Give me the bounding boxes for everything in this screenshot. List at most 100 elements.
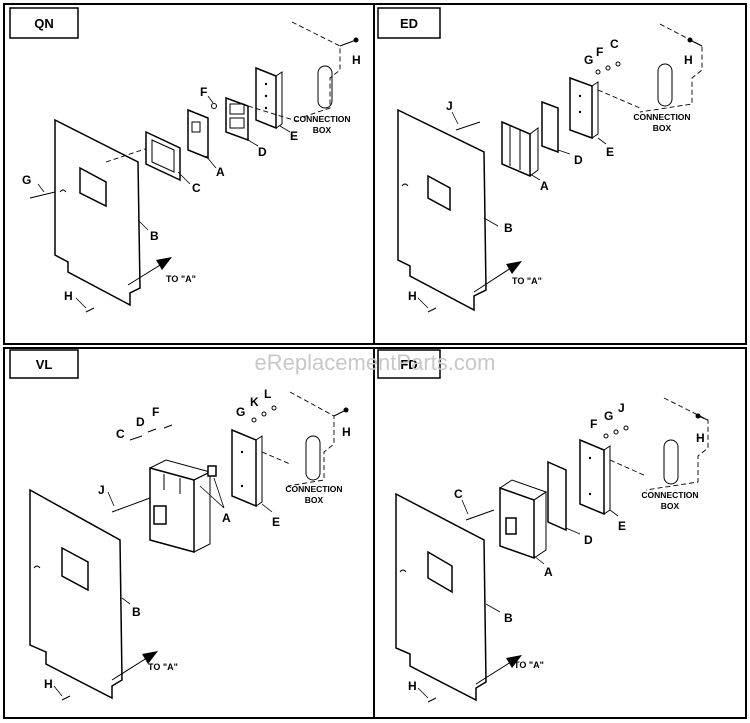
fd-screw-c — [465, 509, 495, 521]
qn-door-b — [54, 118, 141, 307]
fd-screw-f — [603, 433, 609, 439]
ed-plate-d — [541, 100, 559, 154]
fd-label-a: A — [544, 565, 553, 579]
qn-connection-box-window — [317, 65, 333, 109]
panel-fd-frame — [373, 347, 747, 719]
ed-cbox-line1: CONNECTION — [633, 112, 690, 122]
qn-label-c: C — [192, 181, 201, 195]
panel-vl: VL B J C D F A E — [3, 347, 375, 719]
ed-label-a: A — [540, 179, 549, 193]
qn-label-g: G — [22, 173, 31, 187]
vl-connection-box-window — [305, 435, 321, 481]
fd-label-h-top: H — [696, 431, 705, 445]
qn-door-hinge — [59, 189, 67, 193]
ed-label-f: F — [596, 45, 603, 59]
vl-label-g: G — [236, 405, 245, 419]
panel-qn-tag: QN — [34, 16, 54, 31]
ed-to-a-arrow — [506, 261, 522, 274]
vl-label-d: D — [136, 415, 145, 429]
panel-vl-tag: VL — [36, 357, 53, 372]
qn-label-e: E — [290, 129, 298, 143]
vl-label-j: J — [98, 483, 105, 497]
vl-label-c: C — [116, 427, 125, 441]
vl-cbox-line1: CONNECTION — [285, 484, 342, 494]
ed-screw-g — [595, 69, 601, 75]
qn-to-a-arrow — [156, 257, 172, 270]
vl-screw-k — [261, 411, 267, 417]
vl-screw-h-bottom — [61, 695, 71, 701]
fd-screw-h-bottom — [427, 697, 437, 703]
ed-label-h-top: H — [684, 53, 693, 67]
fd-plate-d — [547, 460, 567, 532]
ed-cbox-line2: BOX — [653, 123, 672, 133]
fd-label-g: G — [604, 409, 613, 423]
ed-label-j: J — [446, 99, 453, 113]
qn-breaker-a — [187, 108, 209, 160]
fd-cbox-line1: CONNECTION — [641, 490, 698, 500]
fd-connection-box-window — [663, 439, 679, 485]
panel-fd-tag-box — [377, 349, 441, 379]
panel-qn: QN G C A F D E — [3, 3, 375, 345]
fd-label-b: B — [504, 611, 513, 625]
vl-cbox-line2: BOX — [305, 495, 324, 505]
qn-cbox-line2: BOX — [313, 125, 332, 135]
vl-screw-c — [129, 435, 143, 441]
fd-connection-box-outline — [645, 397, 709, 491]
fd-label-c: C — [454, 487, 463, 501]
vl-screw-j — [111, 497, 151, 513]
ed-screw-c — [615, 61, 621, 67]
qn-label-a: A — [216, 165, 225, 179]
qn-cbox-line1: CONNECTION — [293, 114, 350, 124]
vl-plate-e — [231, 428, 257, 508]
vl-label-l: L — [264, 387, 271, 401]
panel-qn-tag-box — [9, 7, 79, 39]
fd-plate-e — [579, 438, 605, 516]
qn-label-f: F — [200, 85, 207, 99]
qn-screw-g — [29, 191, 56, 199]
fd-screw-j — [623, 425, 629, 431]
ed-door-cutout — [427, 174, 451, 212]
ed-label-e: E — [606, 145, 614, 159]
qn-screw-h-bottom — [85, 307, 95, 313]
ed-screw-h-top — [687, 37, 693, 43]
ed-label-c: C — [610, 37, 619, 51]
panel-fd-tag: FD — [400, 357, 417, 372]
qn-label-h-bottom: H — [64, 289, 73, 303]
fd-label-f: F — [590, 417, 597, 431]
ed-label-b: B — [504, 221, 513, 235]
ed-connection-box-window — [657, 63, 673, 107]
vl-breaker-handle — [153, 505, 167, 525]
vl-label-a: A — [222, 511, 231, 525]
qn-screw-h-top — [339, 39, 357, 47]
watermark: eReplacementParts.com — [255, 350, 496, 375]
ed-label-g: G — [584, 53, 593, 67]
qn-connection-box-outline — [291, 21, 341, 119]
vl-screw-h-top — [343, 407, 349, 413]
qn-door-cutout — [79, 166, 107, 208]
vl-door-b — [29, 488, 123, 700]
fd-label-e: E — [618, 519, 626, 533]
fd-label-j: J — [618, 401, 625, 415]
ed-label-d: D — [574, 153, 583, 167]
panel-ed: ED B J A D E G F C — [373, 3, 747, 345]
ed-to-a: TO "A" — [512, 276, 542, 286]
panel-ed-tag-box — [377, 7, 441, 39]
vl-screw-f — [163, 424, 173, 429]
fd-screw-g — [613, 429, 619, 435]
panel-fd: FD B C A D E F G J — [373, 347, 747, 719]
ed-breaker-a — [501, 120, 531, 178]
vl-connection-box-outline — [287, 391, 335, 487]
vl-label-b: B — [132, 605, 141, 619]
fd-disconnect-a — [499, 486, 535, 560]
panel-vl-tag-box — [9, 349, 79, 379]
ed-screw-j — [455, 121, 481, 131]
fd-label-h-bottom: H — [408, 679, 417, 693]
vl-screw-l — [271, 405, 277, 411]
fd-to-a: TO "A" — [514, 660, 544, 670]
vl-label-h-bottom: H — [44, 677, 53, 691]
ed-plate-e — [569, 76, 593, 140]
panel-ed-tag: ED — [400, 16, 418, 31]
ed-door-b — [397, 108, 487, 312]
fd-to-a-arrow — [506, 655, 522, 668]
